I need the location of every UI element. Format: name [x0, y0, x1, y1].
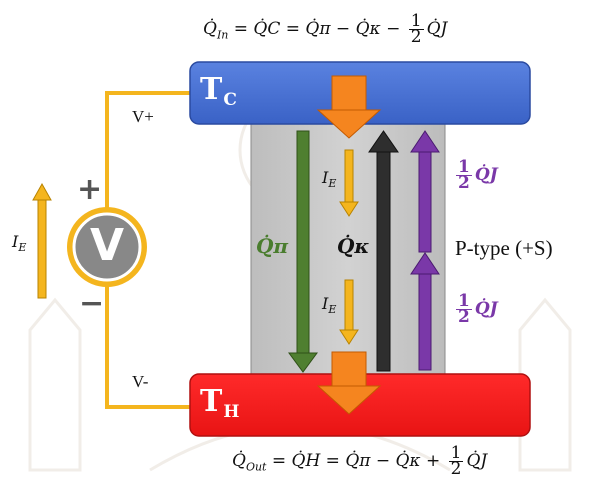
hot-temperature-label: TH — [200, 384, 240, 422]
joule-heat-arrow-lower — [410, 252, 440, 371]
circuit-wire — [105, 91, 190, 409]
leg-current-label-lower: IE — [322, 294, 337, 317]
peltier-heat-arrow — [288, 130, 318, 373]
conduction-heat-label: Q̇κ — [337, 234, 370, 258]
minus-terminal-icon: − — [79, 286, 105, 321]
source-current-label: IE — [12, 232, 27, 255]
v-plus-label: V+ — [132, 107, 154, 126]
material-type-label: P-type (+S) — [455, 236, 553, 260]
joule-heat-arrow-upper — [410, 130, 440, 253]
v-minus-label: V- — [132, 372, 149, 391]
source-current-arrow — [32, 182, 52, 299]
peltier-heat-label: Q̇π — [256, 234, 289, 258]
plus-terminal-icon: + — [77, 172, 103, 207]
heat-in-arrow — [316, 75, 382, 139]
current-arrow-lower — [339, 279, 359, 345]
current-arrow-upper — [339, 149, 359, 217]
cold-temperature-label: TC — [200, 72, 237, 110]
heat-out-arrow — [316, 351, 382, 415]
conduction-heat-arrow — [368, 130, 399, 372]
voltage-source — [67, 207, 147, 287]
voltage-symbol: V — [89, 220, 125, 271]
leg-current-label-upper: IE — [322, 168, 337, 191]
